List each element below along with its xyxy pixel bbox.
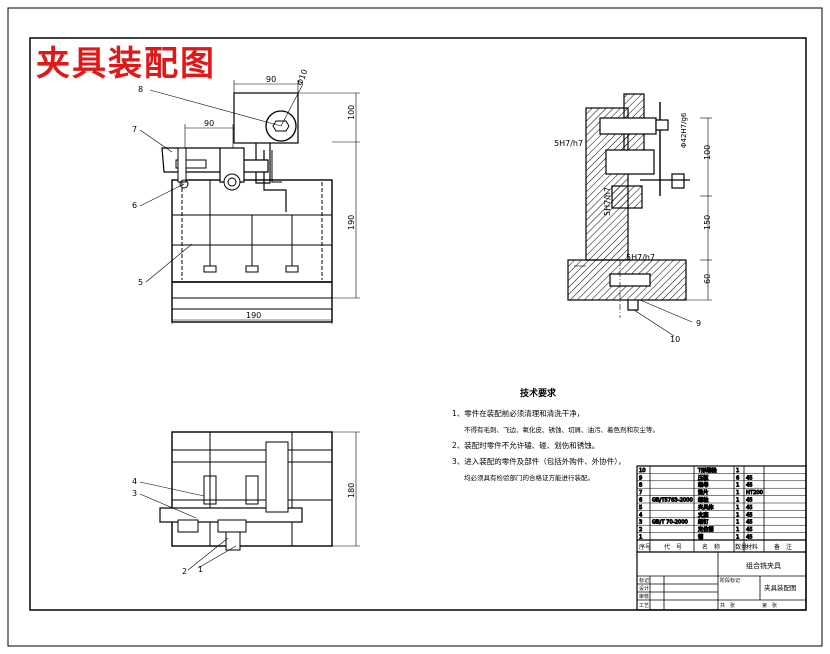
bom-cell-qty: 1 bbox=[736, 535, 739, 541]
balloon-9: 9 bbox=[696, 319, 701, 328]
bom-header-qty: 数量 bbox=[735, 543, 747, 551]
bom-cell-no: 9 bbox=[639, 475, 642, 481]
bom-cell-name: 垫片 bbox=[698, 488, 708, 496]
bom-cell-name: 螺钉 bbox=[698, 518, 708, 526]
balloon-8: 8 bbox=[138, 85, 143, 94]
dim-right-60: 60 bbox=[703, 274, 712, 284]
bom-cell-mat: 45 bbox=[746, 505, 753, 511]
tb-sheets: 共 张 bbox=[720, 602, 735, 609]
bom-cell-name: 支座 bbox=[698, 510, 708, 518]
bom-header-no: 序号 bbox=[639, 543, 651, 551]
note-3b: 均必须具有检验部门的合格证方能进行装配。 bbox=[464, 473, 594, 482]
bom-cell-mat: 45 bbox=[746, 527, 753, 533]
bom-cell-code: GB/T5783-2000 bbox=[652, 498, 693, 504]
bom-cell-no: 6 bbox=[639, 498, 642, 504]
bom-cell-name: 定位销 bbox=[698, 525, 714, 533]
balloon-6: 6 bbox=[132, 201, 137, 210]
dim-right-100: 100 bbox=[703, 145, 712, 160]
tb-sheet: 第 张 bbox=[762, 602, 777, 609]
fit-mid: 5H7/h7 bbox=[603, 187, 612, 216]
notes-heading: 技术要求 bbox=[520, 387, 557, 399]
bom-cell-no: 8 bbox=[639, 483, 642, 489]
dim-90-top: 90 bbox=[266, 75, 276, 84]
tb-design: 设计 bbox=[639, 585, 649, 592]
bom-cell-qty: 1 bbox=[736, 498, 739, 504]
bom-cell-qty: 6 bbox=[736, 475, 739, 481]
bom-cell-no: 10 bbox=[639, 468, 646, 474]
fit-top: 5H7/h7 bbox=[554, 139, 583, 148]
balloon-7: 7 bbox=[132, 125, 137, 134]
dim-190-horizontal: 190 bbox=[246, 311, 261, 320]
bom-cell-qty: 1 bbox=[736, 512, 739, 518]
drawing-title: 夹具装配图 bbox=[36, 44, 216, 84]
bom-cell-mat: 45 bbox=[746, 483, 753, 489]
note-3: 3、进入装配的零件及部件（包括外购件、外协件）， bbox=[452, 456, 626, 466]
bom-cell-name: 螺栓 bbox=[698, 496, 709, 504]
bom-cell-code: GB/T 70-2000 bbox=[652, 520, 688, 526]
note-1: 1、零件在装配前必须清理和清洗干净， bbox=[452, 408, 584, 418]
bom-cell-qty: 1 bbox=[736, 505, 739, 511]
dim-180: 180 bbox=[347, 483, 356, 498]
bom-cell-no: 2 bbox=[639, 527, 642, 533]
bom-cell-mat: 45 bbox=[746, 512, 753, 518]
dim-right-150: 150 bbox=[703, 215, 712, 230]
top-view bbox=[139, 431, 360, 571]
bom-cell-qty: 1 bbox=[736, 527, 739, 533]
bom-cell-no: 5 bbox=[639, 505, 642, 511]
bom-cell-qty: 1 bbox=[736, 520, 739, 526]
balloon-5: 5 bbox=[138, 278, 143, 287]
tb-check: 审核 bbox=[639, 593, 649, 600]
bom-cell-mat: 45 bbox=[746, 498, 753, 504]
drawing-name: 夹具装配图 bbox=[764, 583, 797, 592]
bom-cell-no: 7 bbox=[639, 490, 642, 496]
section-view bbox=[567, 93, 712, 337]
bom-cell-qty: 1 bbox=[736, 490, 739, 496]
inner-border bbox=[29, 37, 807, 611]
dim-190-vertical: 190 bbox=[347, 215, 356, 230]
bom-cell-name: 夹具体 bbox=[698, 503, 714, 511]
bom-cell-qty: 1 bbox=[736, 483, 739, 489]
balloon-10: 10 bbox=[670, 335, 680, 344]
bom-header-code: 代 号 bbox=[664, 543, 682, 551]
bom-cell-name: 螺母 bbox=[698, 481, 708, 489]
bom-header-mat: 材料 bbox=[746, 543, 758, 551]
bom-header-name: 名 称 bbox=[702, 543, 720, 551]
bom-cell-name: 压板 bbox=[698, 473, 709, 481]
bom-cell-qty: 1 bbox=[736, 468, 739, 474]
fit-low: 5H7/h7 bbox=[626, 253, 655, 262]
note-2: 2、装配时零件不允许磕、碰、划伤和锈蚀。 bbox=[452, 440, 599, 450]
part-title: 组合铣夹具 bbox=[746, 561, 781, 570]
bom-cell-mat: 45 bbox=[746, 535, 753, 541]
balloon-2: 2 bbox=[182, 567, 187, 576]
bom-header-note: 备 注 bbox=[774, 543, 792, 551]
balloon-1: 1 bbox=[198, 565, 203, 574]
fit-bolt: Φ42H7/g6 bbox=[680, 112, 688, 148]
bom-cell-mat: HT200 bbox=[746, 490, 763, 496]
tb-stage: 阶段标记 bbox=[720, 577, 740, 584]
bom-cell-no: 1 bbox=[639, 535, 642, 541]
outer-border bbox=[7, 7, 823, 647]
dim-100: 100 bbox=[347, 105, 356, 120]
bom-cell-mat: 45 bbox=[746, 520, 753, 526]
balloon-3: 3 bbox=[132, 489, 137, 498]
balloon-4: 4 bbox=[132, 477, 137, 486]
dim-phi10: Φ10 bbox=[295, 68, 309, 87]
bom-cell-no: 3 bbox=[639, 520, 642, 526]
front-view bbox=[139, 80, 360, 324]
bom-cell-name: 销 bbox=[698, 533, 703, 541]
bom-cell-no: 4 bbox=[639, 512, 643, 518]
note-1b: 不得有毛刺、飞边、氧化皮、锈蚀、切屑、油污、着色剂和灰尘等。 bbox=[464, 425, 659, 434]
tb-mark: 标记 bbox=[639, 577, 649, 584]
bom-cell-mat: 45 bbox=[746, 475, 753, 481]
dim-90-arm: 90 bbox=[204, 119, 214, 128]
bom-cell-name: T形螺栓 bbox=[697, 466, 718, 474]
tb-craft: 工艺 bbox=[639, 603, 649, 609]
